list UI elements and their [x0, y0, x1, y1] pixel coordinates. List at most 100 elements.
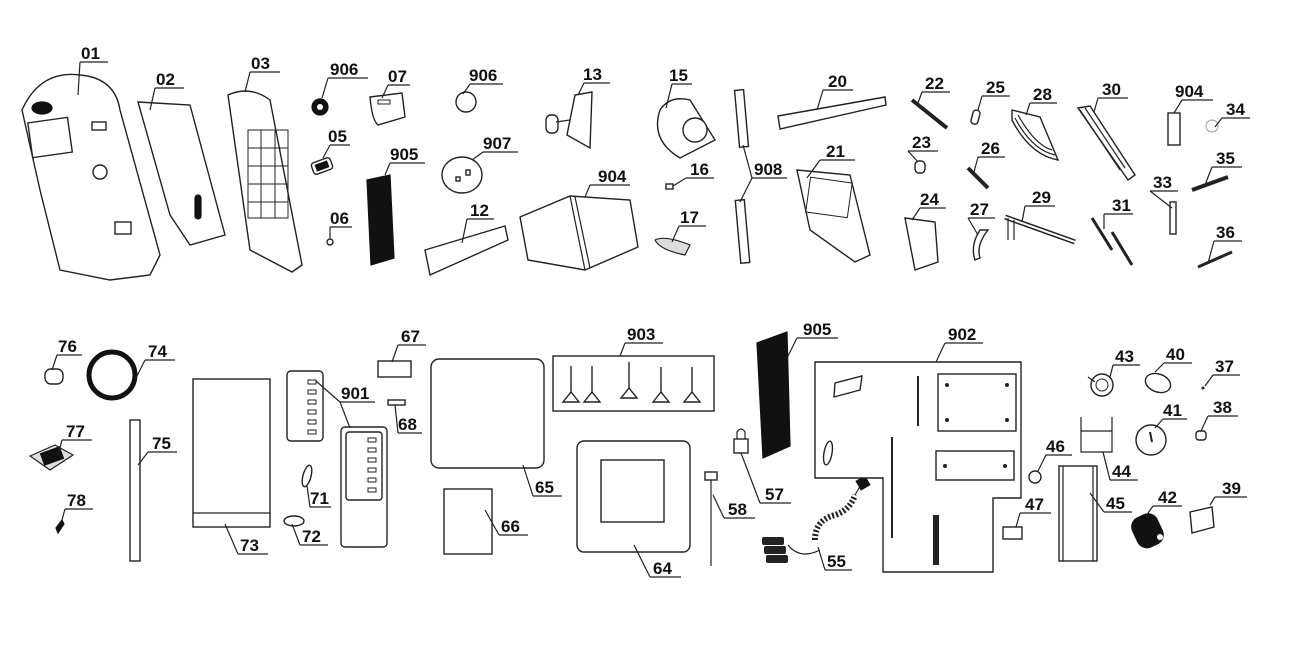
label-20: 20	[828, 72, 847, 91]
part-28: 28	[1011, 85, 1060, 161]
label-906-b: 906	[469, 66, 497, 85]
label-35: 35	[1216, 149, 1235, 168]
label-07: 07	[388, 67, 407, 86]
label-27: 27	[970, 200, 989, 219]
part-903-screws: 903	[552, 325, 715, 412]
label-58: 58	[728, 500, 747, 519]
part-902-board: 902	[814, 325, 1022, 573]
part-37: 37	[1201, 357, 1240, 390]
label-34: 34	[1226, 100, 1245, 119]
label-21: 21	[826, 142, 845, 161]
part-29: 29	[1004, 188, 1076, 245]
label-45: 45	[1106, 494, 1125, 513]
label-12: 12	[470, 201, 489, 220]
label-29: 29	[1032, 188, 1051, 207]
label-43: 43	[1115, 347, 1134, 366]
label-28: 28	[1033, 85, 1052, 104]
part-72: 72	[283, 515, 328, 546]
part-55-power-cord: 55	[762, 475, 871, 571]
label-06: 06	[330, 209, 349, 228]
label-41: 41	[1163, 401, 1182, 420]
part-16: 16	[665, 160, 714, 190]
label-03: 03	[251, 54, 270, 73]
part-73: 73	[192, 378, 271, 555]
part-906-cap: 906	[455, 66, 503, 113]
label-47: 47	[1025, 495, 1044, 514]
label-39: 39	[1222, 479, 1241, 498]
part-13: 13	[545, 65, 610, 150]
label-36: 36	[1216, 223, 1235, 242]
part-35: 35	[1191, 149, 1242, 192]
part-21: 21	[796, 142, 871, 263]
label-901: 901	[341, 384, 369, 403]
label-02: 02	[156, 70, 175, 89]
part-65: 65	[430, 358, 562, 497]
label-78: 78	[67, 491, 86, 510]
label-55: 55	[827, 552, 846, 571]
label-40: 40	[1166, 345, 1185, 364]
label-13: 13	[583, 65, 602, 84]
part-44: 44	[1080, 417, 1138, 481]
part-904-small: 904	[1167, 82, 1213, 146]
part-27: 27	[967, 200, 995, 261]
part-31: 31	[1090, 196, 1134, 266]
part-57: 57	[733, 428, 791, 504]
part-02: 02	[137, 70, 226, 246]
label-904-b: 904	[1175, 82, 1204, 101]
part-78: 78	[55, 491, 93, 535]
part-22: 22	[910, 74, 950, 130]
label-16: 16	[690, 160, 709, 179]
label-74: 74	[148, 342, 167, 361]
label-905-a: 905	[390, 145, 418, 164]
label-26: 26	[981, 139, 1000, 158]
part-01: 01	[21, 44, 161, 281]
label-44: 44	[1112, 462, 1131, 481]
label-22: 22	[925, 74, 944, 93]
label-77: 77	[66, 422, 85, 441]
label-75: 75	[152, 434, 171, 453]
part-43: 43	[1087, 347, 1140, 397]
part-58: 58	[704, 471, 755, 566]
part-45: 45	[1058, 465, 1132, 562]
part-76: 76	[44, 337, 82, 385]
label-01: 01	[81, 44, 100, 63]
part-906-knob: 906	[311, 60, 368, 116]
part-17: 17	[654, 208, 706, 256]
label-67: 67	[401, 327, 420, 346]
label-68: 68	[398, 415, 417, 434]
label-17: 17	[680, 208, 699, 227]
label-38: 38	[1213, 398, 1232, 417]
part-77: 77	[28, 422, 92, 471]
label-907: 907	[483, 134, 511, 153]
part-71: 71	[301, 464, 331, 508]
label-904-a: 904	[598, 167, 627, 186]
part-33: 33	[1149, 173, 1178, 235]
label-46: 46	[1046, 437, 1065, 456]
part-68: 68	[387, 399, 422, 434]
part-07: 07	[369, 67, 410, 126]
part-74: 74	[86, 342, 175, 401]
label-905-b: 905	[803, 320, 831, 339]
label-76: 76	[58, 337, 77, 356]
label-71: 71	[310, 489, 329, 508]
label-05: 05	[328, 127, 347, 146]
label-24: 24	[920, 190, 939, 209]
part-905-filter-a: 905	[366, 145, 425, 266]
part-42: 42	[1131, 488, 1182, 549]
part-41: 41	[1135, 401, 1187, 456]
part-25: 25	[970, 78, 1010, 125]
label-906-a: 906	[330, 60, 358, 79]
part-24: 24	[904, 190, 946, 271]
part-38: 38	[1195, 398, 1238, 441]
label-25: 25	[986, 78, 1005, 97]
part-39: 39	[1189, 479, 1247, 534]
part-12: 12	[424, 201, 509, 276]
label-65: 65	[535, 478, 554, 497]
part-904-tank: 904	[519, 167, 639, 271]
part-30: 30	[1076, 80, 1136, 181]
part-34: 34	[1205, 100, 1250, 133]
part-905-filter-b: 905	[756, 320, 838, 459]
part-908: 908	[733, 88, 787, 264]
part-46: 46	[1028, 437, 1072, 484]
